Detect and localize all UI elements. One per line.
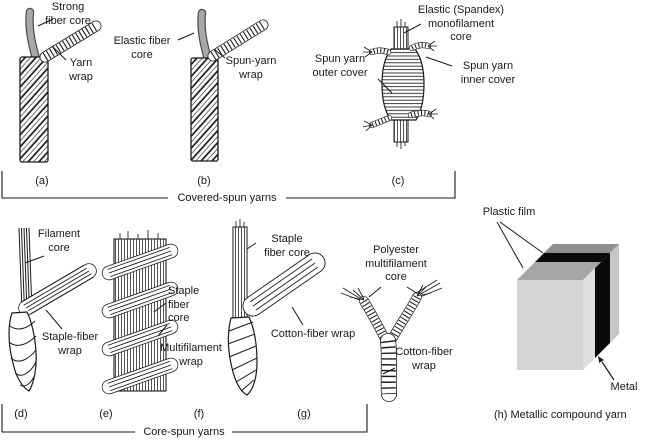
label-a-wrap: Yarn wrap [46,57,116,84]
yarn-a-drawing [19,7,102,163]
label-c-outer: Spun yarn outer cover [300,53,380,80]
label-d-core: Filament core [24,228,94,255]
metal-layer-side [595,253,610,358]
yarn-g-drawing [340,279,443,402]
label-line: fiber core [264,246,310,259]
panel-letter-g: (g) [297,408,311,420]
front-film-edge [583,268,595,370]
label-line: Polyester [373,244,419,256]
label-line: Filament [37,228,81,240]
label-line: inner cover [460,73,516,86]
label-g-wrap: Cotton-fiber wrap [384,346,464,373]
label-c-inner: Spun yarn inner cover [448,60,528,87]
label-d-wrap: Staple-fiber wrap [30,331,110,358]
label-line: Elastic fiber [113,35,171,47]
label-line: fiber core [45,14,91,27]
label-line: Yarn [69,57,93,69]
label-a-core: Strong fiber core [33,1,103,28]
label-f-core: Staple fiber core [252,233,322,260]
label-line: Spun yarn [462,60,514,72]
label-g-core: Polyester multifilament core [341,244,451,285]
panel-letter-a: (a) [35,175,49,187]
label-b-core: Elastic fiber core [102,35,182,62]
yarn-c-drawing [362,19,438,149]
panel-letter-e: (e) [99,408,113,420]
label-f-wrap: Cotton-fiber wrap [263,328,363,342]
caption-h: (h) Metallic compound yarn [494,409,627,421]
metal-layer-top [535,253,610,262]
label-line: core [450,31,472,43]
barrel-cover [381,48,425,121]
group-brackets [1,171,456,433]
label-line: core [131,48,153,61]
label-line: Staple-fiber [41,331,99,343]
yarn-b-drawing [190,8,269,162]
leader-lines [24,18,544,375]
panel-letter-c: (c) [391,175,405,187]
gray-core [198,10,211,63]
rear-film-top [544,244,619,253]
label-e-core: Staple fiber core [168,285,228,326]
label-line: Multifilament [160,342,222,354]
label-line: core [385,271,407,283]
label-line: fiber [168,298,190,311]
label-line: wrap [412,359,436,372]
rear-film-side [610,244,619,343]
label-line: wrap [179,355,203,368]
label-line: Staple [271,233,303,245]
panel-letter-f: (f) [193,408,205,420]
label-line: Spun-yarn [225,55,277,67]
label-line: outer cover [312,66,368,79]
yarn-d-drawing [8,227,97,392]
label-line: Elastic (Spandex) [417,4,505,16]
label-line: core [168,312,190,324]
label-h-metal: Metal [610,381,638,393]
yarn-f-drawing [227,219,326,396]
metal-arrow-line [601,361,615,381]
front-film-face [517,280,583,370]
label-line: wrap [58,344,82,357]
front-film-top [517,262,601,280]
label-line: core [48,241,70,254]
label-e-wrap: Multifilament wrap [146,342,236,369]
label-line: Spun yarn [314,53,366,65]
gray-core [26,9,39,62]
label-line: Staple [168,285,200,297]
caption-covered-spun: Covered-spun yarns [177,192,277,204]
label-line: Strong [51,1,85,13]
label-h-film: Plastic film [482,206,536,218]
label-line: Cotton-fiber [395,346,453,358]
label-c-core: Elastic (Spandex) monofilament core [406,4,516,45]
caption-core-spun: Core-spun yarns [143,426,225,438]
label-line: multifilament [365,257,427,270]
panel-letter-b: (b) [197,175,211,187]
label-line: monofilament [427,17,495,30]
label-line: wrap [239,68,263,81]
metal-arrowhead [598,356,604,363]
label-b-wrap: Spun-yarn wrap [211,55,291,82]
label-line: Cotton-fiber wrap [270,328,356,340]
label-line: wrap [69,70,93,83]
yarn-e-drawing [101,230,179,395]
metallic-compound-block [517,244,619,381]
panel-letter-d: (d) [14,408,28,420]
